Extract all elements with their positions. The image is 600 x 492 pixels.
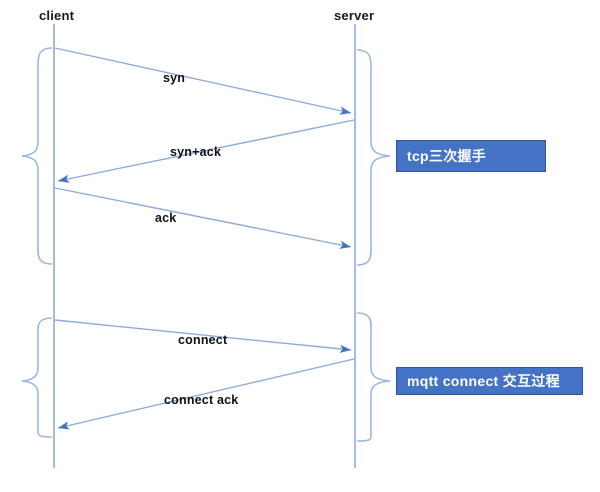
message-arrow-connect-ack: [57, 358, 355, 430]
actor-label-server: server: [334, 8, 375, 23]
message-arrow-syn: [54, 47, 352, 115]
group-box-mqtt-connect: mqtt connect 交互过程: [396, 367, 583, 395]
message-label-connect-ack: connect ack: [164, 393, 239, 407]
group-box-tcp-handshake: tcp三次握手: [396, 140, 546, 172]
message-label-syn: syn: [163, 71, 186, 85]
brace-client-mqtt: [21, 317, 53, 438]
brace-server-mqtt: [356, 312, 391, 442]
brace-client-tcp: [21, 47, 53, 265]
message-arrow-connect: [54, 319, 352, 354]
message-label-ack: ack: [155, 211, 177, 225]
message-label-connect: connect: [178, 333, 228, 347]
actor-label-client: client: [39, 8, 75, 23]
message-arrow-ack: [54, 187, 352, 249]
message-arrow-syn-ack: [57, 119, 355, 183]
message-label-syn-ack: syn+ack: [170, 145, 222, 159]
brace-server-tcp: [356, 49, 391, 266]
